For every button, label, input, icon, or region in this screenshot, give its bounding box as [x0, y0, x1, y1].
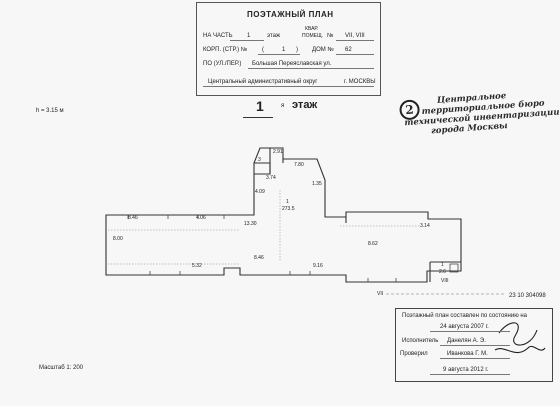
scale-label: Масштаб 1: 200 — [39, 365, 84, 371]
executor-label: Исполнитель — [402, 338, 439, 344]
floor-number: 1 — [256, 98, 264, 114]
floor-suffix: я — [281, 103, 285, 109]
floor-value: 1 — [247, 33, 251, 39]
rooms-value: VII, VIII — [345, 33, 365, 39]
dim-label: 3.14 — [420, 223, 430, 229]
dim-label: 5.32 — [192, 263, 202, 269]
floor-word: этаж — [292, 99, 318, 111]
room-main-number: 1 — [286, 199, 289, 205]
street-underline — [248, 68, 374, 69]
executor-underline — [440, 345, 510, 346]
rooms-underline — [336, 40, 374, 41]
dim-label: 1.35 — [312, 181, 322, 187]
checker-name: Иванкова Г. М. — [447, 351, 488, 357]
dim-label: 8.00 — [113, 236, 123, 242]
header-frame — [196, 2, 381, 96]
room-corner-area: 2.6 — [439, 269, 446, 275]
korp-underline — [258, 54, 300, 55]
footer-note: Поэтажный план составлен по состоянию на — [402, 313, 528, 319]
street-label: ПО (УЛ./ПЕР.) — [203, 61, 242, 67]
dim-label: 7.80 — [294, 162, 304, 168]
checker-underline — [440, 358, 510, 359]
part-label: НА ЧАСТЬ — [203, 33, 233, 39]
room-corner-number: 1 — [441, 262, 444, 268]
dim-label: 3.74 — [266, 175, 276, 181]
executor-name: Данелян А. Э. — [447, 338, 486, 344]
footer-frame — [395, 308, 553, 382]
floor-number-underline — [243, 117, 273, 118]
date2-underline — [430, 374, 510, 375]
korp-value: 1 — [282, 47, 286, 53]
dim-label: 4.09 — [255, 189, 265, 195]
kvar-label: КВАР. — [305, 26, 319, 32]
checker-label: Проверил — [400, 351, 428, 357]
section-label: VIII — [441, 278, 449, 284]
dim-label: 9.16 — [313, 263, 323, 269]
dom-underline — [336, 54, 374, 55]
dom-value: 62 — [345, 47, 352, 53]
district-underline — [203, 86, 374, 87]
section-label: VII — [377, 291, 384, 297]
dim-label: 8.46 — [254, 255, 264, 261]
dim-label: 8.46 — [128, 215, 138, 221]
document-title: ПОЭТАЖНЫЙ ПЛАН — [247, 10, 334, 19]
dim-label: 13.30 — [244, 221, 257, 227]
ceiling-height: h = 3.15 м — [36, 108, 64, 114]
korp-close: ) — [296, 47, 298, 53]
dim-label: 4.06 — [196, 215, 206, 221]
street-value: Большая Переяславская ул. — [252, 61, 332, 67]
date1-underline — [430, 331, 510, 332]
district: Центральный административный округ — [208, 79, 318, 85]
korp-label: КОРП. (СТР.) № — [203, 47, 248, 53]
dom-label: ДОМ № — [312, 47, 334, 53]
part-underline — [230, 40, 264, 41]
floor-word: этаж — [267, 33, 280, 39]
room-main-area: 273.5 — [282, 206, 295, 212]
plan-code: 23 10 304098 — [509, 293, 546, 299]
dim-label: 8.62 — [368, 241, 378, 247]
room-small-number: 3 — [258, 157, 261, 163]
city: г. МОСКВЫ — [344, 79, 376, 85]
korp-open: ( — [262, 47, 264, 53]
pomesch-label: ПОМЕЩ. — [302, 33, 324, 39]
number-sign: № — [327, 33, 334, 39]
footer-date1: 24 августа 2007 г. — [440, 324, 489, 330]
dim-label: 2.91 — [273, 149, 283, 155]
footer-date2: 9 августа 2012 г. — [443, 367, 489, 373]
